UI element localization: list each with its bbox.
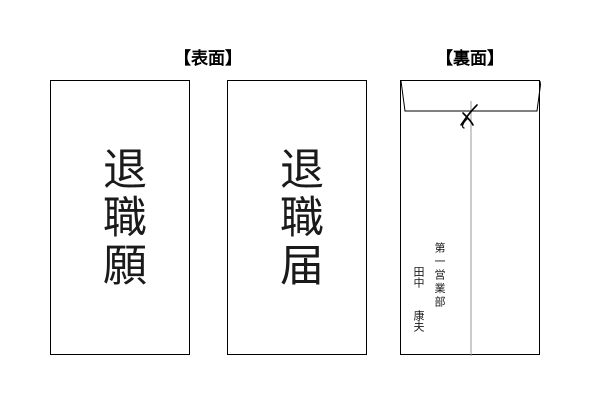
envelope-front-resignation-notice: 退職届 [227,80,367,355]
envelope-back: 第一営業部 田中 康夫 [400,80,541,356]
seal-mark [460,104,478,126]
front-side-label: 【表面】 [174,49,242,69]
department-name: 第一営業部 [433,242,446,310]
back-side-label: 【裏面】 [436,49,504,69]
envelope-front-resignation-request: 退職願 [50,80,190,355]
sender-name: 田中 康夫 [412,266,425,332]
sender-given-name: 康夫 [412,310,425,332]
envelope-title: 退職届 [272,145,323,290]
sender-surname: 田中 [412,266,425,288]
envelope-title: 退職願 [95,145,146,290]
envelope-back-drawing [401,81,541,356]
seal-mark-loop [461,118,468,129]
